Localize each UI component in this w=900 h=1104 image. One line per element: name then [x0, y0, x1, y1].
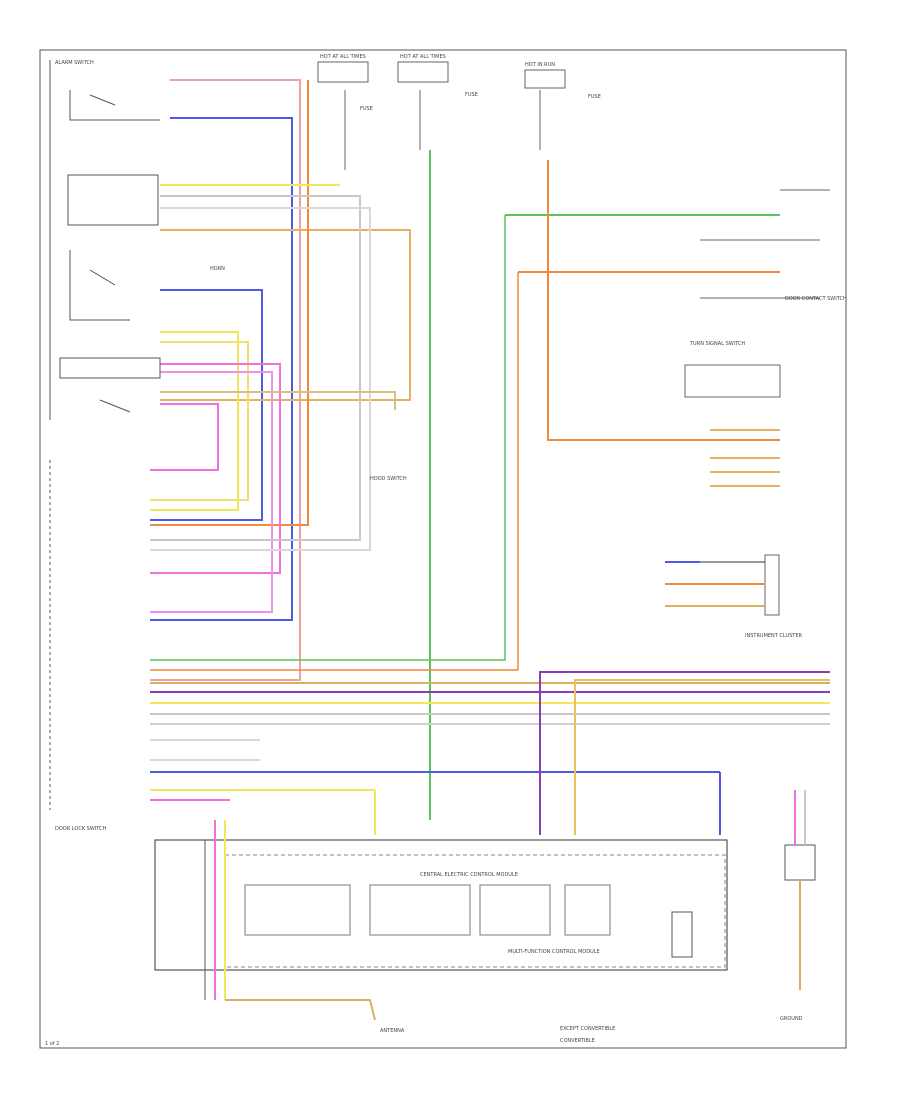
label-hot-b: HOT AT ALL TIMES — [400, 54, 446, 60]
label-central-module: CENTRAL ELECTRIC CONTROL MODULE — [420, 872, 518, 878]
label-hot-a: HOT AT ALL TIMES — [320, 54, 366, 60]
label-turn-signal: TURN SIGNAL SWITCH — [689, 341, 745, 347]
label-fuse-b: FUSE — [465, 92, 478, 98]
label-multi-function: MULTI-FUNCTION CONTROL MODULE — [508, 949, 600, 955]
central-module-box — [154, 820, 728, 1021]
bus-wires — [150, 671, 830, 835]
label-left-assy: DOOR LOCK SWITCH — [55, 826, 107, 832]
orange-wire-return — [150, 272, 519, 671]
label-instrument-cluster: INSTRUMENT CLUSTER — [745, 633, 803, 639]
ground-component — [784, 790, 816, 990]
label-alarm-switch: ALARM SWITCH — [55, 60, 94, 66]
green-wire-return — [150, 215, 506, 661]
label-fuse-a: FUSE — [360, 106, 373, 112]
fuse-group — [317, 61, 566, 170]
label-door-contact: DOOR CONTACT SWITCH — [785, 296, 847, 302]
label-antenna: ANTENNA — [380, 1028, 405, 1034]
legend-item-1: EXCEPT CONVERTIBLE — [560, 1026, 615, 1032]
legend: EXCEPT CONVERTIBLE CONVERTIBLE — [560, 1026, 615, 1044]
legend-item-2: CONVERTIBLE — [560, 1038, 595, 1044]
orange-wire — [547, 160, 780, 441]
right-components — [665, 189, 830, 616]
label-hot-c: HOT IN RUN — [525, 62, 555, 68]
wire-bundle — [150, 79, 411, 681]
diagram-border — [39, 49, 847, 1049]
label-horn: HORN — [210, 266, 225, 272]
label-ground: GROUND — [780, 1016, 803, 1022]
label-page-ref: 1 of 2 — [45, 1041, 59, 1047]
label-hood-switch: HOOD SWITCH — [370, 476, 407, 482]
switch-group — [49, 60, 161, 810]
label-fuse-c: FUSE — [588, 94, 601, 100]
